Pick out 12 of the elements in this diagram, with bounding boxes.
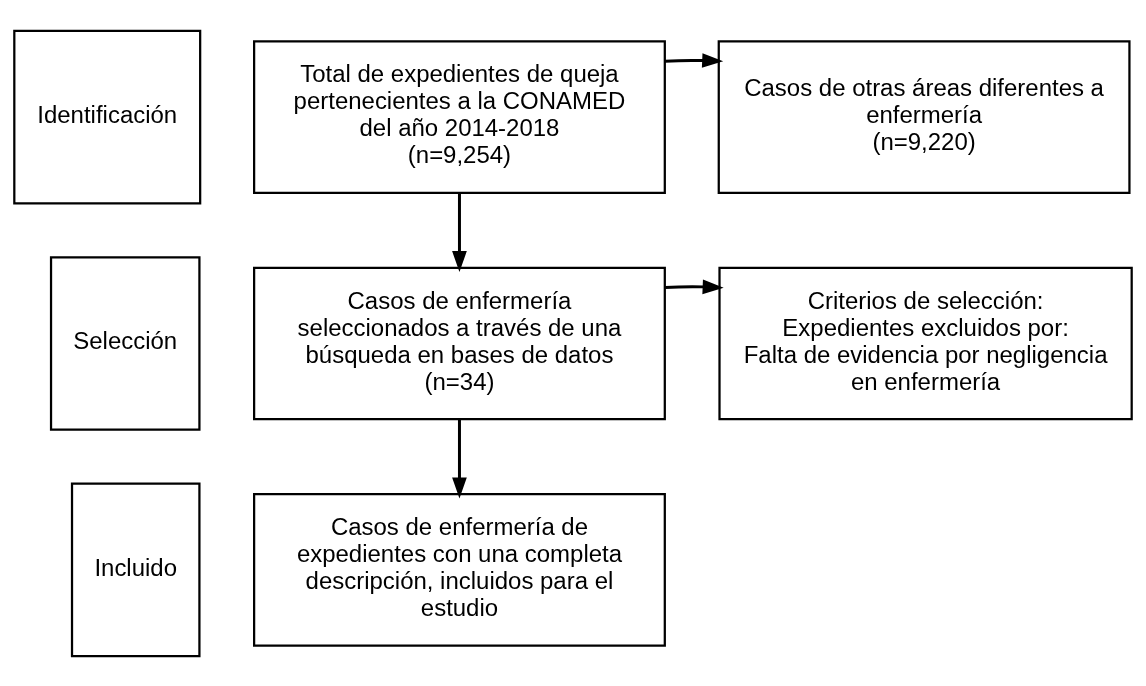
node-box: Incluido — [70, 482, 201, 657]
node-box: Casos de otras áreas diferentes a enfermería (n=9,220) — [717, 39, 1131, 194]
arrow — [665, 278, 724, 294]
arrow — [452, 418, 467, 498]
node-box: Total de expedientes de queja pertenecientes a la CONAMED del año 2014-2018 (n=9,254) — [253, 39, 666, 194]
node-box: Casos de enfermería de expedientes con una completa descripción, incluidos para el estudio — [253, 492, 666, 647]
node-box: Casos de enfermería seleccionados a través de una búsqueda en bases de datos (n=34) — [253, 266, 666, 420]
node-box: Criterios de selección: Expedientes excluidos por: Falta de evidencia por negligencia en enfermería — [718, 266, 1133, 420]
node-box: Selección — [49, 255, 201, 431]
arrow — [664, 52, 724, 68]
arrow — [452, 192, 467, 272]
node-box: Identificación — [13, 29, 202, 204]
